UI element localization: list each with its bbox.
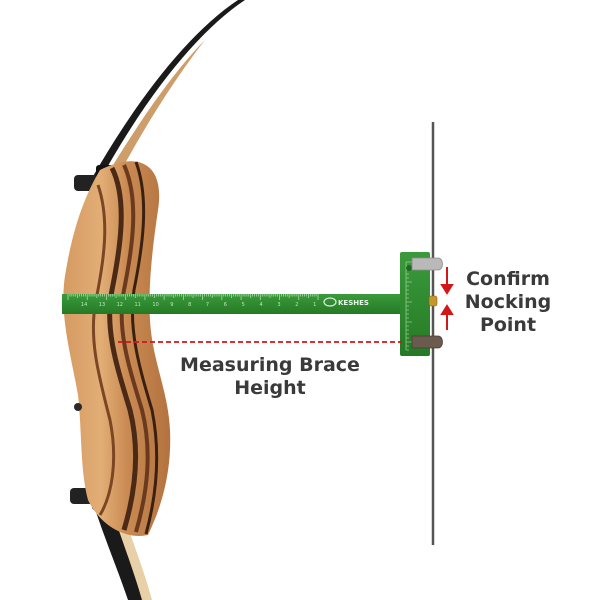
riser-stripe-4 xyxy=(91,184,116,516)
brace-label-line-2: Height xyxy=(234,376,306,399)
ruler-mark-8: 8 xyxy=(188,302,191,308)
ruler-mark-9: 9 xyxy=(170,302,173,308)
nocking-arrows xyxy=(440,267,454,330)
brace-label-line-1: Measuring Brace xyxy=(180,354,360,376)
ruler-mark-6: 6 xyxy=(224,302,227,308)
riser-stripe-1 xyxy=(107,166,139,531)
brand-text: KESHES xyxy=(338,299,369,307)
ruler-mark-7: 7 xyxy=(206,302,209,308)
nocking-point-marker xyxy=(428,295,438,307)
ruler-mark-11: 11 xyxy=(135,302,141,308)
ruler-mark-13: 13 xyxy=(99,302,105,308)
ruler-mark-12: 12 xyxy=(117,302,123,308)
ruler-mark-1: 1 xyxy=(313,302,316,308)
bottom-clip xyxy=(411,335,443,349)
ruler-mark-4: 4 xyxy=(260,302,263,308)
upper-limb xyxy=(92,0,245,180)
riser xyxy=(63,161,171,536)
nocking-point-label: Confirm Nocking Point xyxy=(458,268,558,336)
ruler-mark-10: 10 xyxy=(152,302,158,308)
brand-logo-icon xyxy=(323,297,337,307)
ruler-ticks xyxy=(67,294,319,300)
riser-screw xyxy=(74,403,82,411)
ruler-mark-3: 3 xyxy=(277,302,280,308)
ruler-mark-2: 2 xyxy=(295,302,298,308)
top-clip xyxy=(411,257,443,271)
ruler-mark-5: 5 xyxy=(242,302,245,308)
brace-height-label: Measuring Brace Height xyxy=(170,354,370,400)
riser-stripe-3 xyxy=(130,161,159,535)
nock-label-line-1: Confirm xyxy=(466,268,550,290)
riser-stripe-2 xyxy=(119,164,150,533)
nock-label-line-3: Point xyxy=(479,313,537,336)
ruler-mark-14: 14 xyxy=(81,302,87,308)
plate-hole xyxy=(406,265,412,271)
upper-limb-core xyxy=(104,40,205,180)
ruler-numbers: 14 13 12 11 10 9 8 7 6 5 4 3 2 1 xyxy=(81,302,316,308)
nock-label-line-2: Nocking xyxy=(464,290,552,313)
